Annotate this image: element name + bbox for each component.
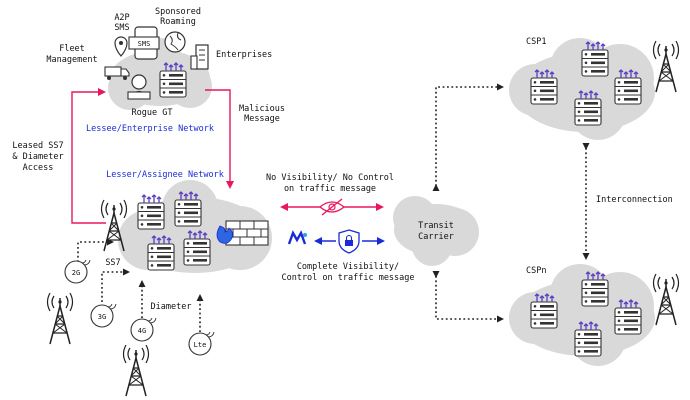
transit-carrier-label-2: Carrier bbox=[418, 232, 454, 242]
ss7-label: SS7 bbox=[105, 258, 120, 268]
cspn-label: CSPn bbox=[526, 266, 546, 276]
a2p-label-1: A2P bbox=[114, 13, 129, 23]
leased-label-3: Access bbox=[23, 163, 54, 173]
building-icon bbox=[190, 44, 209, 70]
globe-icon bbox=[164, 31, 186, 53]
complete-visibility-label-2: Control on traffic message bbox=[281, 273, 414, 283]
malicious-label-1: Malicious bbox=[239, 104, 285, 114]
lock-shield-icon bbox=[338, 229, 360, 254]
leased-label-1: Leased SS7 bbox=[12, 141, 63, 151]
transit-carrier-cloud bbox=[393, 196, 479, 266]
a2p-label-2: SMS bbox=[114, 23, 129, 33]
cell-tower-icon bbox=[652, 273, 680, 326]
no-visibility-label-2: on traffic message bbox=[284, 184, 376, 194]
malicious-message-arrow bbox=[205, 89, 234, 189]
fleet-label-2: Management bbox=[46, 55, 97, 65]
location-pin-icon bbox=[114, 36, 128, 57]
cell-tower-icon bbox=[652, 40, 680, 93]
csp1-label: CSP1 bbox=[526, 37, 546, 47]
no-visibility-label-1: No Visibility/ No Control bbox=[266, 173, 394, 183]
enterprises-label: Enterprises bbox=[216, 50, 272, 60]
cell-tower-icon bbox=[46, 292, 74, 345]
truck-icon bbox=[104, 66, 130, 80]
firewall-icon bbox=[216, 220, 269, 246]
diameter-label: Diameter bbox=[151, 302, 192, 312]
transit-carrier-label-1: Transit bbox=[418, 221, 454, 231]
sponsored-label-2: Roaming bbox=[160, 17, 196, 27]
badge-3g: 3G bbox=[90, 303, 117, 328]
interconnection-label: Interconnection bbox=[596, 195, 673, 205]
badge-2g: 2G bbox=[64, 259, 91, 284]
complete-visibility-label-1: Complete Visibility/ bbox=[297, 262, 399, 272]
fleet-label-1: Fleet bbox=[59, 44, 85, 54]
sms-badge: SMS bbox=[138, 40, 151, 48]
leased-label-2: & Diameter bbox=[12, 152, 63, 162]
badge-4g: 4G bbox=[130, 317, 157, 342]
sponsored-label-1: Sponsored bbox=[155, 7, 201, 17]
eye-off-icon bbox=[318, 198, 346, 216]
lessee-network-label: Lessee/Enterprise Network bbox=[86, 124, 214, 134]
brand-logo-icon bbox=[287, 230, 307, 245]
cell-tower-icon bbox=[122, 344, 150, 397]
leased-access-arrow bbox=[71, 88, 106, 224]
transit-to-csp1-link bbox=[432, 83, 504, 191]
hacker-icon bbox=[127, 74, 151, 100]
lesser-network-label: Lesser/Assignee Network bbox=[106, 170, 224, 180]
badge-lte: Lte bbox=[188, 331, 215, 356]
transit-to-cspn-link bbox=[432, 271, 504, 323]
svg-text:3G: 3G bbox=[98, 313, 106, 321]
svg-text:4G: 4G bbox=[138, 327, 146, 335]
dotted-arrow-ss7 bbox=[101, 268, 130, 302]
server-icon bbox=[137, 194, 165, 230]
svg-text:2G: 2G bbox=[72, 269, 80, 277]
rogue-gt-label: Rogue GT bbox=[132, 108, 173, 118]
malicious-label-2: Message bbox=[244, 114, 280, 124]
svg-text:Lte: Lte bbox=[194, 341, 207, 349]
sms-phone-icon: SMS bbox=[128, 26, 160, 60]
